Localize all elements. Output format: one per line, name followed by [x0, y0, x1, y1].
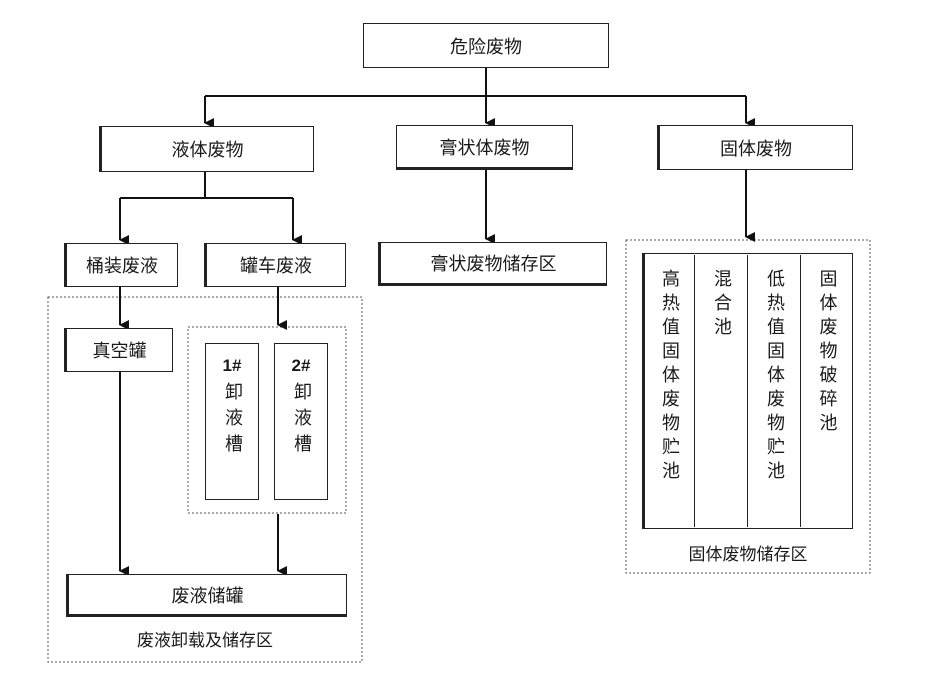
- solid-crushing-pit: 固体废物破碎池: [801, 255, 852, 527]
- solid-waste-node: 固体废物: [657, 125, 853, 170]
- tanker-liquid-node: 罐车废液: [204, 243, 346, 287]
- trough-1-number: 1#: [222, 356, 242, 375]
- low-calorific-solid-pit: 低热值固体废物贮池: [748, 255, 801, 527]
- vacuum-tank-node: 真空罐: [64, 328, 173, 372]
- liquid-waste-node: 液体废物: [99, 126, 314, 172]
- crushing-pit-label: 固体废物破碎池: [816, 269, 838, 437]
- mixing-pit-label: 混合池: [711, 269, 732, 341]
- high-calorific-pit-label: 高热值固体废物贮池: [659, 269, 680, 485]
- paste-waste-node: 膏状体废物: [396, 125, 573, 170]
- solid-pit-group: [642, 253, 853, 529]
- mixing-pit: 混合池: [695, 255, 748, 527]
- high-calorific-solid-pit: 高热值固体废物贮池: [644, 255, 695, 527]
- trough-2-number: 2#: [291, 356, 311, 375]
- unloading-trough-1: 1# 卸液槽: [205, 343, 259, 500]
- liquid-storage-zone-border: [47, 296, 363, 663]
- solid-zone-label: 固体废物储存区: [688, 545, 808, 565]
- root-node: 危险废物: [363, 23, 609, 68]
- liquid-zone-label: 废液卸载及储存区: [137, 631, 273, 651]
- waste-liquid-storage-tank-node: 废液储罐: [66, 574, 347, 617]
- trough-1-label: 卸液槽: [222, 382, 243, 460]
- unloading-trough-2: 2# 卸液槽: [274, 343, 328, 500]
- paste-storage-node: 膏状废物储存区: [378, 242, 607, 286]
- drum-liquid-node: 桶装废液: [64, 243, 178, 287]
- low-calorific-pit-label: 低热值固体废物贮池: [764, 269, 785, 485]
- trough-2-label: 卸液槽: [291, 382, 312, 460]
